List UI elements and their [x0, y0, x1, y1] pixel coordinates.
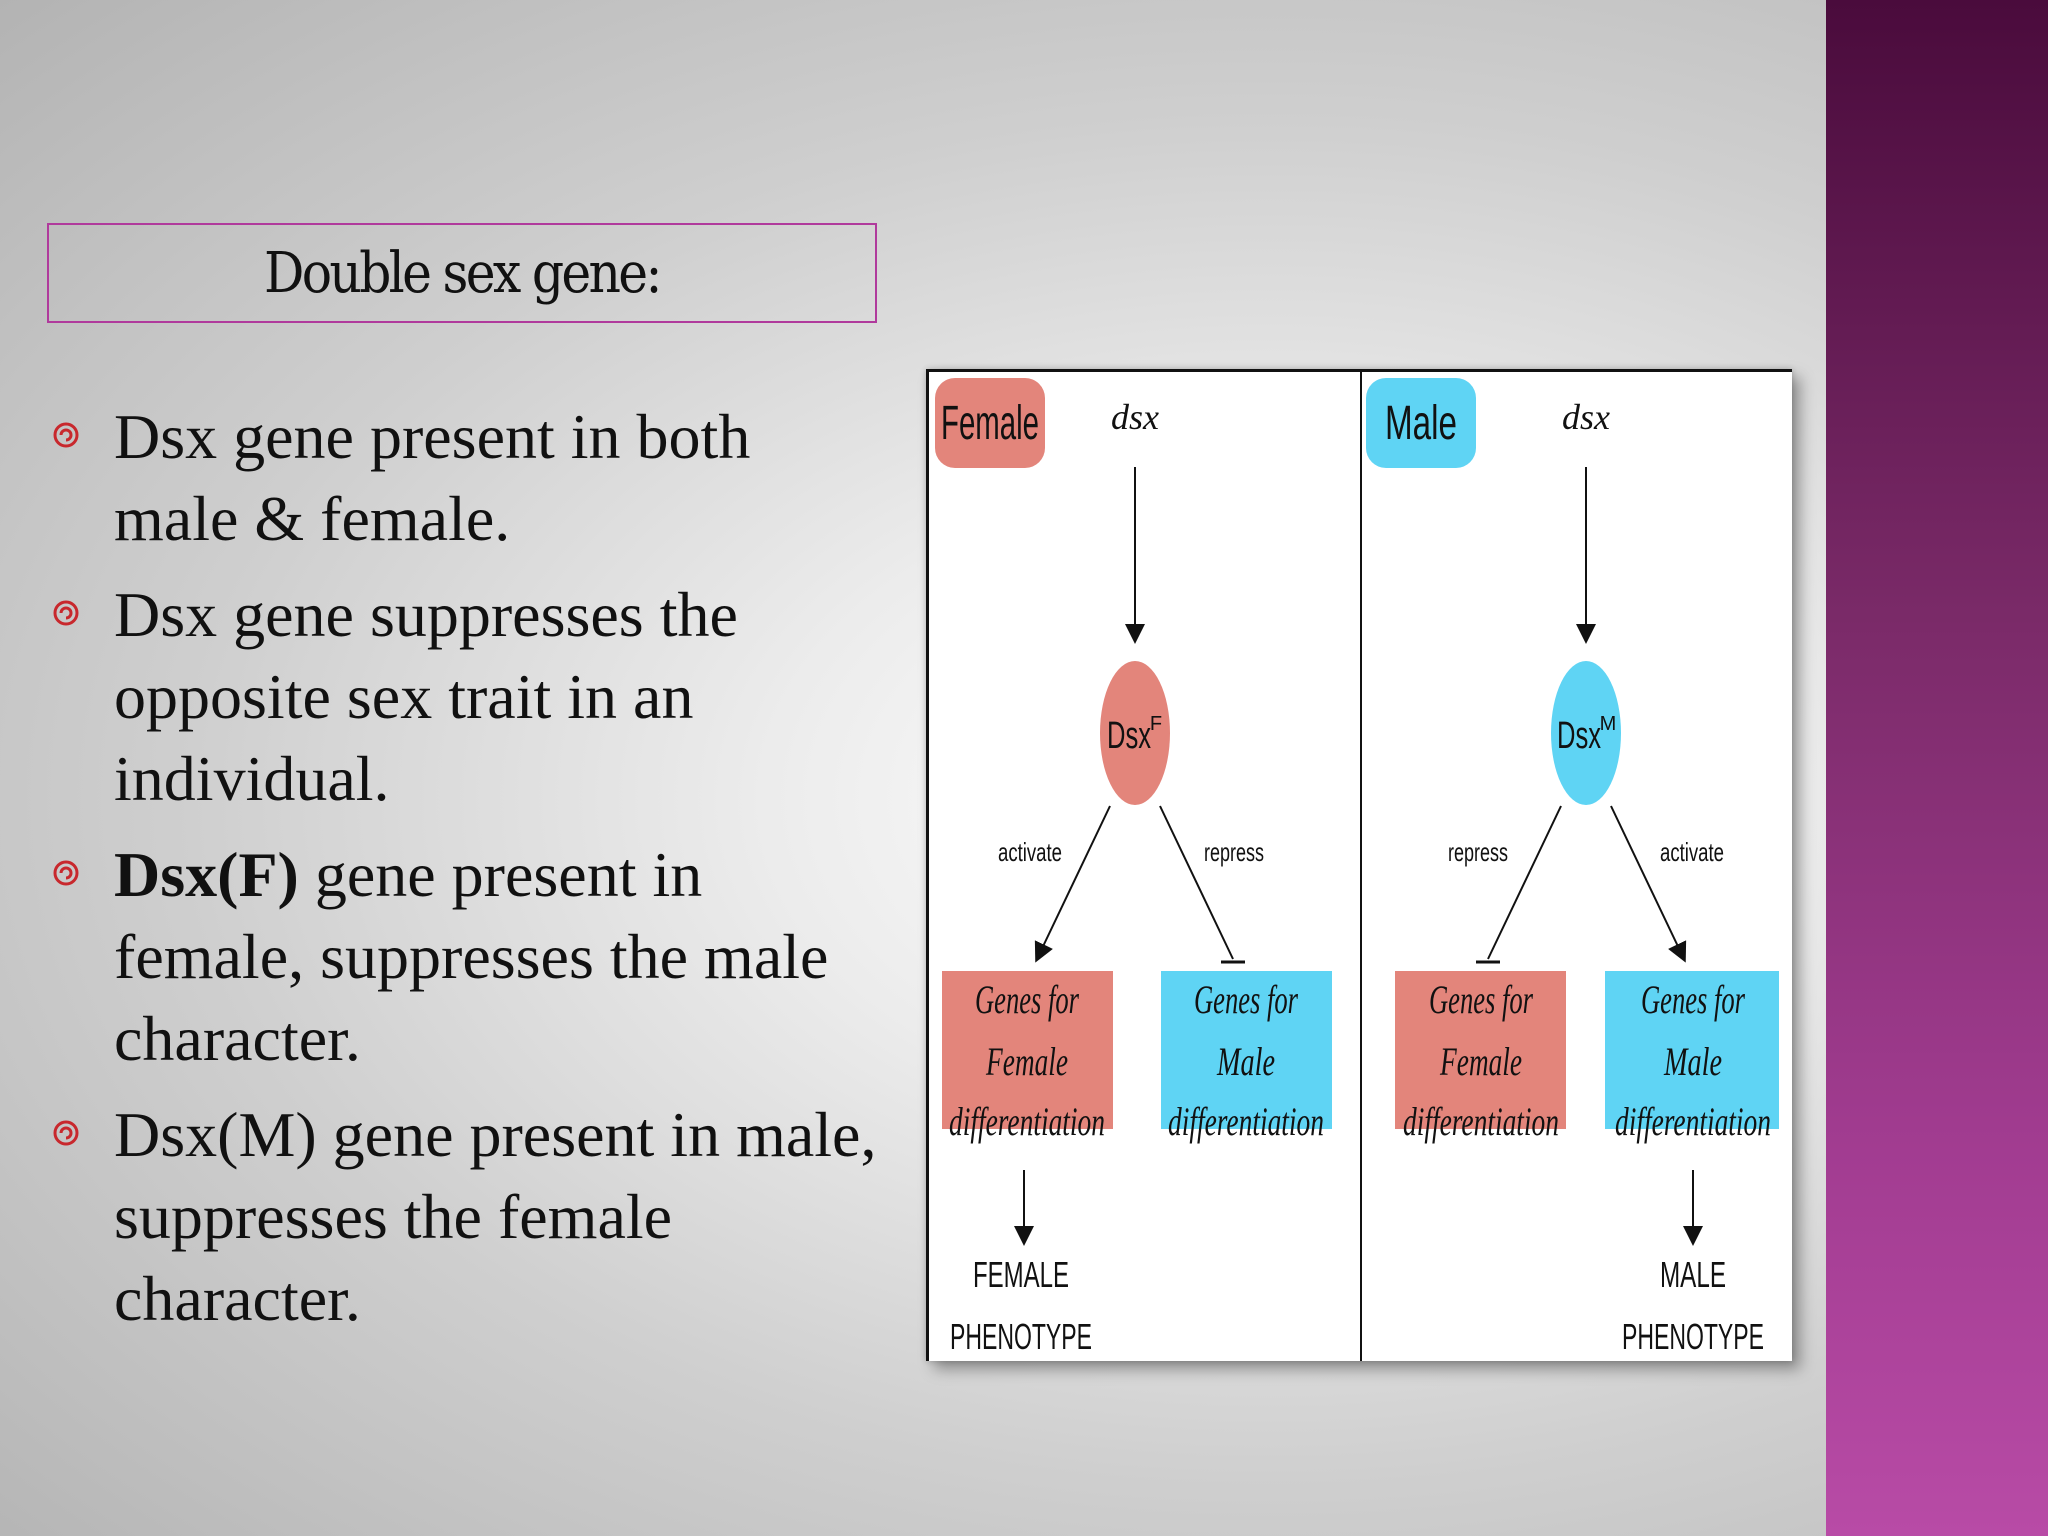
bullet-item: Dsx gene present in both male & female. [50, 396, 890, 560]
dsx-pathway-diagram: Female dsx Dsx F activate repress Genes … [926, 369, 1792, 1361]
dsx-m-label: Dsx [1557, 715, 1601, 757]
box-line: Genes for [1429, 977, 1533, 1022]
box-line: Genes for [975, 977, 1079, 1022]
bullet-text: Dsx gene suppresses the opposite sex tra… [114, 579, 738, 814]
box-line: Female [1439, 1039, 1522, 1084]
male-genes-box [1161, 971, 1332, 1129]
repress-label: repress [1448, 837, 1508, 867]
spiral-bullet-icon [53, 600, 79, 626]
bullet-item: Dsx gene suppresses the opposite sex tra… [50, 574, 890, 820]
female-label: Female [941, 397, 1039, 450]
box-line: Genes for [1194, 977, 1298, 1022]
bullet-item: Dsx(F) gene present in female, suppresse… [50, 834, 890, 1080]
bullet-text: Dsx gene present in both male & female. [114, 401, 751, 554]
male-panel: Male dsx Dsx M repress activate Genes fo… [1366, 378, 1779, 1357]
dsx-m-protein [1551, 661, 1621, 805]
spiral-bullet-icon [53, 422, 79, 448]
phenotype-line: PHENOTYPE [1622, 1316, 1764, 1357]
spiral-bullet-icon [53, 860, 79, 886]
slide-title-box: Double sex gene: [47, 223, 877, 323]
female-genes-box [1395, 971, 1566, 1129]
activate-arrow [1610, 805, 1687, 963]
decorative-side-band [1826, 0, 2048, 1536]
box-line: differentiation [1168, 1099, 1324, 1144]
dsx-m-superscript: M [1600, 713, 1617, 735]
box-line: differentiation [1615, 1099, 1771, 1144]
phenotype-line: PHENOTYPE [950, 1316, 1092, 1357]
bullet-text: Dsx(F) gene present in female, suppresse… [114, 839, 829, 1074]
dsx-f-superscript: F [1150, 713, 1162, 735]
male-dsx-gene: dsx [1562, 397, 1610, 437]
male-label: Male [1385, 397, 1457, 450]
bullet-list: Dsx gene present in both male & female. … [50, 396, 890, 1354]
repress-line [1487, 805, 1562, 960]
activate-label: activate [1660, 837, 1724, 867]
bullet-text: Dsx(M) gene present in male, suppresses … [114, 1099, 877, 1334]
box-line: Genes for [1641, 977, 1745, 1022]
male-genes-box [1605, 971, 1779, 1129]
activate-label: activate [998, 837, 1062, 867]
female-dsx-gene: dsx [1111, 397, 1159, 437]
female-genes-box [942, 971, 1113, 1129]
spiral-bullet-icon [53, 1120, 79, 1146]
male-label-bg [1366, 378, 1476, 468]
bullet-item: Dsx(M) gene present in male, suppresses … [50, 1094, 890, 1340]
female-panel: Female dsx Dsx F activate repress Genes … [935, 378, 1332, 1357]
box-line: differentiation [1403, 1099, 1559, 1144]
dsx-f-protein [1100, 661, 1170, 805]
box-line: Male [1663, 1039, 1722, 1084]
phenotype-line: FEMALE [973, 1254, 1069, 1295]
activate-arrow [1034, 805, 1111, 963]
dsx-f-label: Dsx [1107, 715, 1151, 757]
repress-line [1159, 805, 1234, 960]
box-line: differentiation [949, 1099, 1105, 1144]
box-line: Female [985, 1039, 1068, 1084]
phenotype-line: MALE [1660, 1254, 1726, 1295]
box-line: Male [1216, 1039, 1275, 1084]
repress-label: repress [1204, 837, 1264, 867]
slide-title: Double sex gene: [264, 240, 662, 306]
female-label-bg [935, 378, 1045, 468]
